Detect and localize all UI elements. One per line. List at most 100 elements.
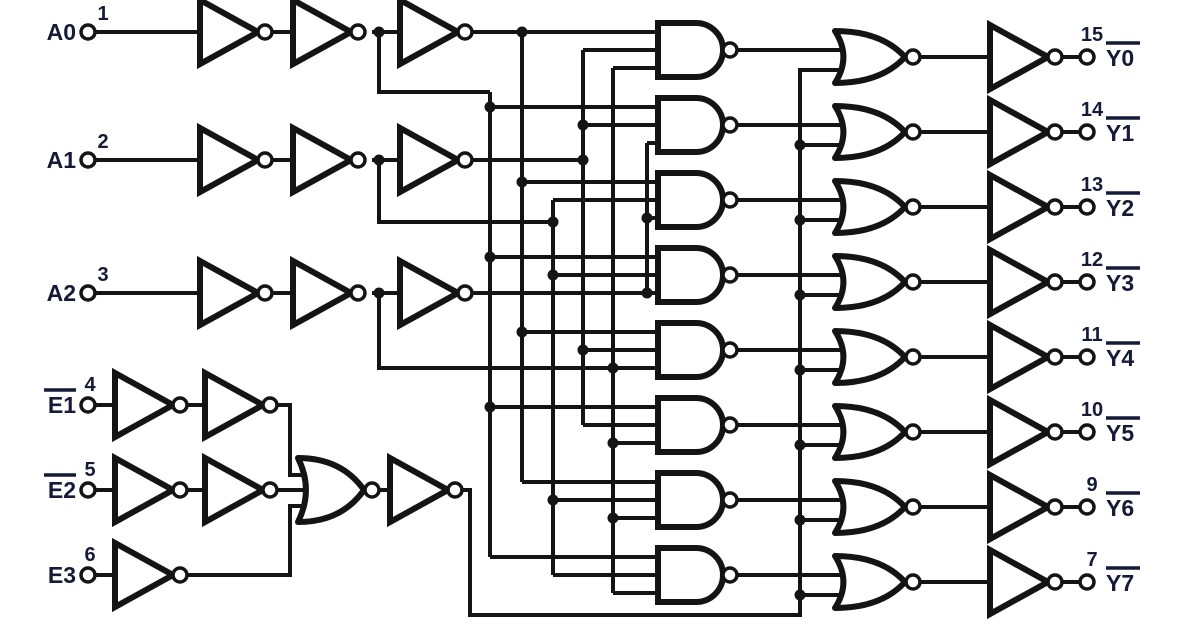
output-terminal-Y4 <box>1078 348 1096 366</box>
output-buffer-Y1-bubble <box>1046 123 1064 141</box>
junction-dot <box>794 139 806 151</box>
output-pin-10: 10 <box>1081 399 1103 421</box>
output-buffer-Y2-bubble <box>1046 198 1064 216</box>
inverter-bubble <box>256 284 274 302</box>
inverter <box>197 0 265 70</box>
input-pin-4: 4 <box>84 374 96 396</box>
output-pin-9: 9 <box>1086 474 1097 496</box>
input-label-A1: A1 <box>47 147 77 173</box>
nand-gate-0 <box>655 20 726 80</box>
inverter <box>112 452 180 528</box>
inverter-bubble <box>256 151 274 169</box>
junction-dot <box>577 119 589 131</box>
output-label-Y4: Y4 <box>1106 345 1134 371</box>
junction-dot <box>373 26 385 38</box>
input-terminal-E1 <box>79 396 97 414</box>
inverter-bubble <box>171 481 189 499</box>
output-pin-13: 13 <box>1081 174 1103 196</box>
junction-dot <box>577 344 589 356</box>
wire <box>377 293 670 370</box>
input-label-E1: E1 <box>48 392 76 418</box>
output-buffer-Y5-bubble <box>1046 423 1064 441</box>
inverter <box>112 537 180 613</box>
enable-inverter <box>387 452 455 528</box>
input-terminal-E3 <box>79 566 97 584</box>
output-pin-14: 14 <box>1081 99 1104 121</box>
junction-dot <box>516 326 528 338</box>
output-pin-15: 15 <box>1081 24 1103 46</box>
input-label-E2: E2 <box>48 477 76 503</box>
inverter <box>290 122 358 198</box>
output-buffer-Y0 <box>987 19 1055 95</box>
input-pin-6: 6 <box>84 544 95 566</box>
inverter-bubble <box>171 566 189 584</box>
inverter <box>397 0 465 70</box>
inverter-bubble <box>349 151 367 169</box>
inverter <box>290 0 358 70</box>
nor-gate-7 <box>832 553 908 611</box>
junction-dot <box>484 101 496 113</box>
output-buffer-Y2 <box>987 169 1055 245</box>
nor-bubble-4 <box>904 348 922 366</box>
inverter-bubble <box>261 396 279 414</box>
nor-gate-4 <box>832 328 908 386</box>
input-terminal-A0 <box>79 23 97 41</box>
nor-bubble-5 <box>904 423 922 441</box>
wire <box>277 403 312 477</box>
junction-dot <box>484 401 496 413</box>
inverter <box>197 255 265 331</box>
nand-gate-7 <box>655 545 726 605</box>
junction-dot <box>794 589 806 601</box>
input-pin-1: 1 <box>97 3 108 25</box>
input-terminal-A1 <box>79 151 97 169</box>
junction-dot <box>607 437 619 449</box>
output-terminal-Y6 <box>1078 498 1096 516</box>
inverter-bubble <box>171 396 189 414</box>
enable-inverter-bubble <box>446 481 464 499</box>
output-label-Y0: Y0 <box>1106 45 1134 71</box>
nor-bubble-1 <box>904 123 922 141</box>
output-buffer-Y7 <box>987 544 1055 620</box>
nand-bubble-3 <box>721 266 739 284</box>
inverter-bubble <box>456 23 474 41</box>
input-pin-3: 3 <box>97 264 108 286</box>
junction-dot <box>373 154 385 166</box>
inverter <box>202 367 270 443</box>
inverter <box>202 452 270 528</box>
inverter <box>112 367 180 443</box>
nor-gate-0 <box>832 28 908 86</box>
nor-bubble-3 <box>904 273 922 291</box>
output-label-Y6: Y6 <box>1106 495 1134 521</box>
output-label-Y7: Y7 <box>1106 570 1134 596</box>
output-buffer-Y5 <box>987 394 1055 470</box>
junction-dot <box>484 251 496 263</box>
nand-gate-2 <box>655 170 726 230</box>
junction-dot <box>794 439 806 451</box>
nand-bubble-5 <box>721 416 739 434</box>
output-terminal-Y0 <box>1078 48 1096 66</box>
output-buffer-Y0-bubble <box>1046 48 1064 66</box>
inverter-bubble <box>261 481 279 499</box>
junction-dot <box>794 514 806 526</box>
input-terminal-A2 <box>79 284 97 302</box>
inverter <box>197 122 265 198</box>
nand-gate-1 <box>655 95 726 155</box>
inverter <box>397 122 465 198</box>
wire <box>377 32 490 94</box>
junction-dot <box>577 154 589 166</box>
junction-dot <box>641 287 653 299</box>
inverter-bubble <box>349 23 367 41</box>
output-pin-12: 12 <box>1081 249 1103 271</box>
nor-bubble-2 <box>904 198 922 216</box>
output-pin-11: 11 <box>1081 324 1102 346</box>
inverter-bubble <box>256 23 274 41</box>
input-pin-5: 5 <box>84 459 95 481</box>
nand-gate-6 <box>655 470 726 530</box>
output-label-Y5: Y5 <box>1106 420 1134 446</box>
inverter-bubble <box>456 151 474 169</box>
nor-gate-3 <box>832 253 908 311</box>
junction-dot <box>547 494 559 506</box>
nor-gate-6 <box>832 478 908 536</box>
input-label-E3: E3 <box>48 562 76 588</box>
